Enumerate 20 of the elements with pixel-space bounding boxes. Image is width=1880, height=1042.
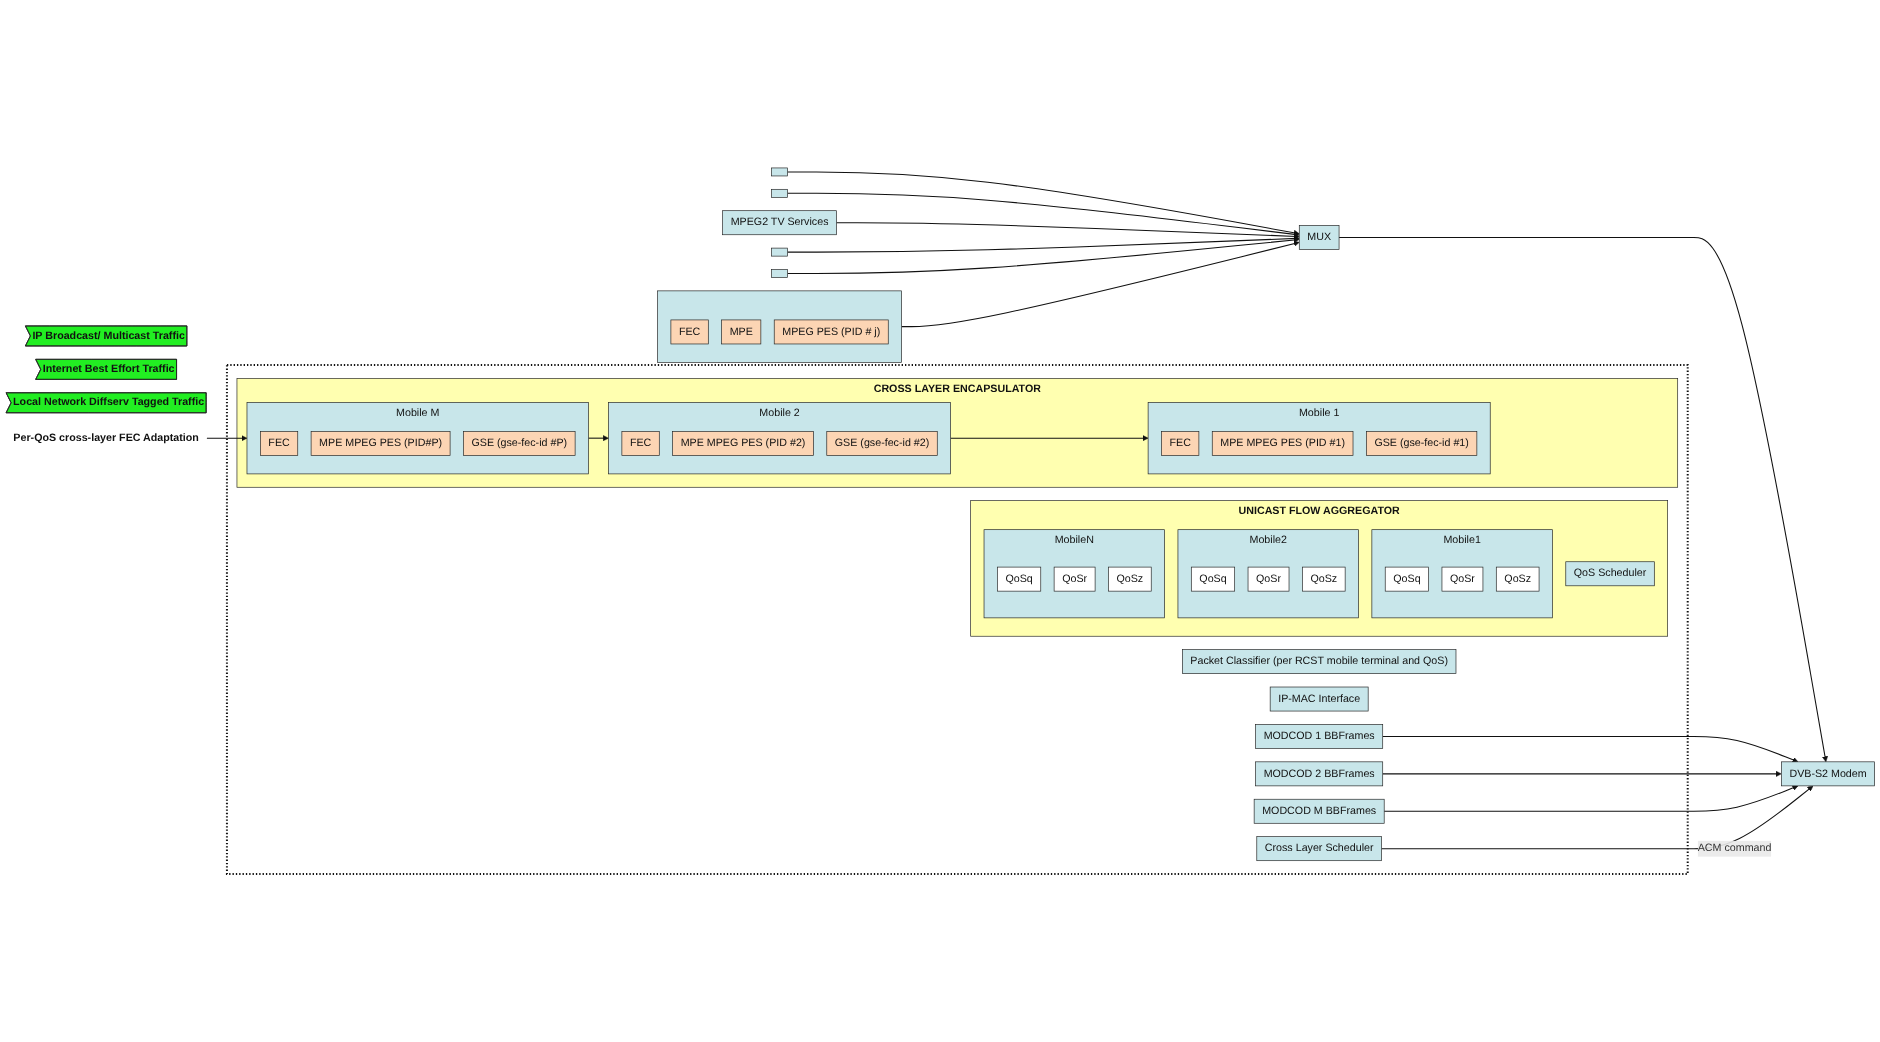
arrow bbox=[1381, 785, 1814, 850]
node-box bbox=[771, 167, 788, 177]
arrow bbox=[787, 192, 1300, 238]
arrow bbox=[1383, 785, 1799, 812]
arrow bbox=[950, 435, 1149, 442]
arrow bbox=[587, 435, 609, 442]
arrow bbox=[835, 222, 1300, 240]
arrow bbox=[901, 240, 1300, 328]
arrow bbox=[787, 171, 1300, 236]
arrow bbox=[787, 235, 1300, 253]
node-box bbox=[771, 189, 788, 198]
arrow bbox=[1382, 770, 1782, 777]
arrow bbox=[1382, 735, 1799, 763]
cluster bbox=[225, 364, 1689, 876]
node-box bbox=[771, 247, 788, 257]
arrow bbox=[787, 237, 1300, 275]
arrow bbox=[206, 435, 248, 442]
cluster bbox=[657, 290, 902, 363]
arrow bbox=[1338, 236, 1828, 763]
node-box bbox=[771, 269, 788, 278]
